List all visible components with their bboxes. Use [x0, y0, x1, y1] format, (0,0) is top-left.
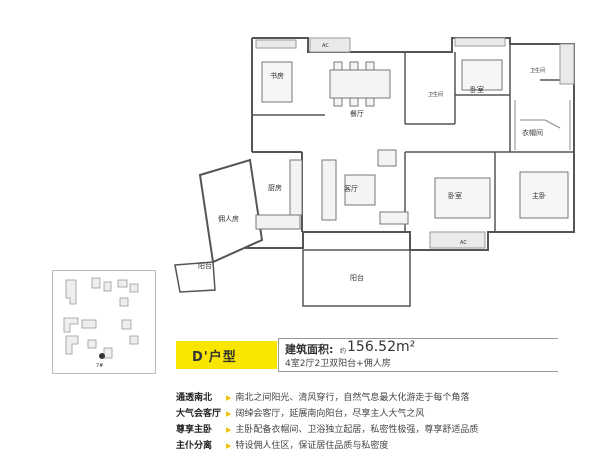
unit-description: 4室2厅2卫双阳台+佣人房 [285, 359, 391, 369]
room-label-balcony-main: 阳台 [350, 273, 364, 282]
feature-text: 南北之间阳光、清风穿行，自然气息最大化游走于每个角落 [235, 393, 470, 403]
divider [278, 371, 558, 372]
room-label-bath2: 卫生间 [530, 67, 545, 74]
room-label-maid: 佣人房 [218, 214, 239, 223]
unit-tag [176, 341, 277, 369]
room-label-study: 书房 [270, 71, 284, 80]
feature-title: 通透南北 [176, 393, 213, 403]
room-label-bath1: 卫生间 [428, 91, 443, 98]
room-label-balcony-small: 阳台 [198, 261, 212, 270]
feature-title: 大气会客厅 [176, 409, 222, 419]
arrow-icon: ▶ [226, 426, 232, 434]
keyplan-marker: 7# [96, 363, 103, 369]
room-label-living: 客厅 [344, 184, 358, 193]
unit-name: D'户型 [192, 350, 237, 365]
feature-item: 通透南北 ▶南北之间阳光、清风穿行，自然气息最大化游走于每个角落 [176, 390, 469, 403]
area-value: 156.52m² [347, 339, 416, 355]
feature-title: 主仆分离 [176, 441, 213, 451]
room-label-master: 主卧 [532, 191, 546, 200]
feature-title: 尊享主卧 [176, 425, 213, 435]
arrow-icon: ▶ [226, 442, 232, 450]
ac-label-bottom: AC [460, 240, 467, 246]
arrow-icon: ▶ [226, 410, 232, 418]
room-label-kitchen: 厨房 [268, 183, 282, 192]
ac-label-top: AC [322, 43, 329, 49]
divider [278, 338, 279, 372]
room-label-dining: 餐厅 [350, 109, 364, 118]
arrow-icon: ▶ [226, 394, 232, 402]
feature-item: 尊享主卧 ▶主卧配备衣帽间、卫浴独立起居，私密性极强，尊享舒适品质 [176, 422, 478, 435]
area-label: 建筑面积: [285, 343, 334, 356]
feature-text: 阔绰会客厅，延展南向阳台，尽享主人大气之风 [235, 409, 425, 419]
room-label-closet: 衣帽间 [522, 128, 543, 137]
feature-item: 大气会客厅 ▶阔绰会客厅，延展南向阳台，尽享主人大气之风 [176, 406, 424, 419]
feature-text: 特设佣人住区，保证居住品质与私密度 [235, 441, 389, 451]
feature-text: 主卧配备衣帽间、卫浴独立起居，私密性极强，尊享舒适品质 [235, 425, 479, 435]
feature-item: 主仆分离 ▶特设佣人住区，保证居住品质与私密度 [176, 438, 388, 451]
key-plan: 7# [52, 270, 156, 374]
room-label-bedroom2: 卧室 [448, 191, 462, 200]
area-prefix: 约 [340, 348, 347, 355]
divider [278, 338, 558, 339]
room-label-bedroom1: 卧室 [470, 85, 484, 94]
floor-plan: 书房 餐厅 卫生间 卧室 卫生间 衣帽间 厨房 客厅 卧室 主卧 佣人房 阳台 … [174, 37, 575, 307]
